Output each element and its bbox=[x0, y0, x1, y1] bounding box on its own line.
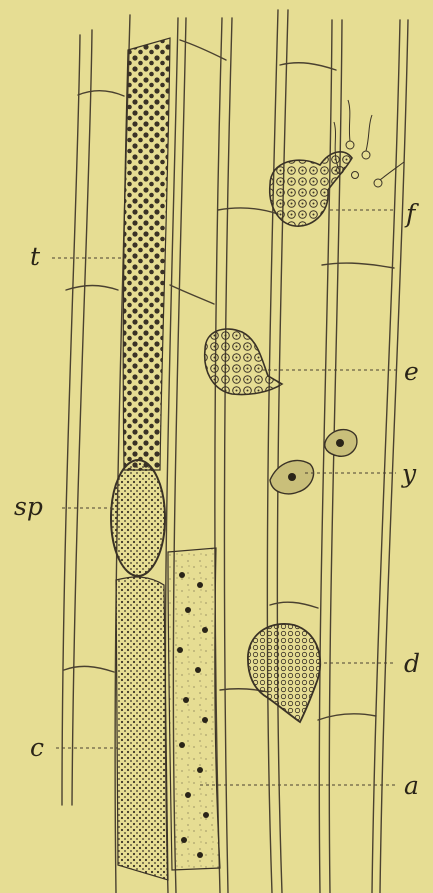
cell-t bbox=[123, 38, 170, 470]
sporangium-sp bbox=[111, 460, 165, 576]
label-y: y bbox=[401, 459, 417, 488]
label-a: a bbox=[404, 771, 419, 800]
label-t: t bbox=[30, 242, 41, 271]
sporangium-f bbox=[270, 100, 404, 226]
label-sp: sp bbox=[14, 492, 43, 521]
label-d: d bbox=[404, 649, 420, 678]
cell-walls bbox=[62, 10, 408, 893]
cell-c bbox=[116, 577, 168, 880]
label-f: f bbox=[404, 199, 419, 228]
cell-a bbox=[168, 548, 220, 870]
amoeboid-y bbox=[270, 430, 357, 494]
label-e: e bbox=[404, 357, 419, 386]
label-c: c bbox=[30, 733, 44, 762]
sporangium-d bbox=[248, 624, 320, 722]
